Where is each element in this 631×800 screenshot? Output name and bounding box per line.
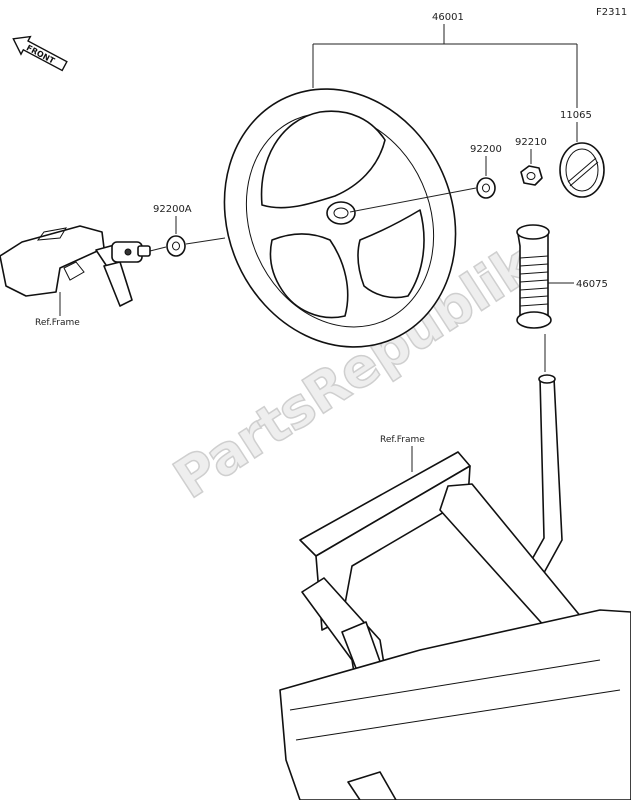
callout-92210: 92210 <box>515 137 547 164</box>
callout-46001: 46001 <box>312 12 578 108</box>
callout-92200-label: 92200 <box>470 144 502 155</box>
figure-code: F2311 <box>596 7 627 18</box>
washer-a <box>166 235 186 257</box>
callout-46075-label: 46075 <box>576 279 608 290</box>
callout-11065-label: 11065 <box>560 110 592 121</box>
front-arrow-icon: FRONT <box>12 35 68 72</box>
grip <box>516 224 552 329</box>
callout-92200a: 92200A <box>153 204 192 234</box>
callout-92200a-label: 92200A <box>153 204 192 215</box>
callout-92200: 92200 <box>470 144 502 176</box>
callout-46001-label: 46001 <box>432 12 464 23</box>
horn-cap <box>559 142 605 198</box>
washer <box>476 177 496 199</box>
steering-wheel <box>223 88 457 348</box>
front-label: FRONT <box>25 43 57 66</box>
callout-11065: 11065 <box>560 110 592 142</box>
steering-column-assembly <box>0 225 151 307</box>
ref-frame-label-right: Ref.Frame <box>380 435 425 445</box>
vehicle-frame <box>279 451 631 800</box>
ref-frame-label-left: Ref.Frame <box>35 318 80 328</box>
nut <box>520 165 543 186</box>
callout-46075: 46075 <box>548 279 608 290</box>
grab-bar <box>525 374 563 581</box>
callout-92210-label: 92210 <box>515 137 547 148</box>
